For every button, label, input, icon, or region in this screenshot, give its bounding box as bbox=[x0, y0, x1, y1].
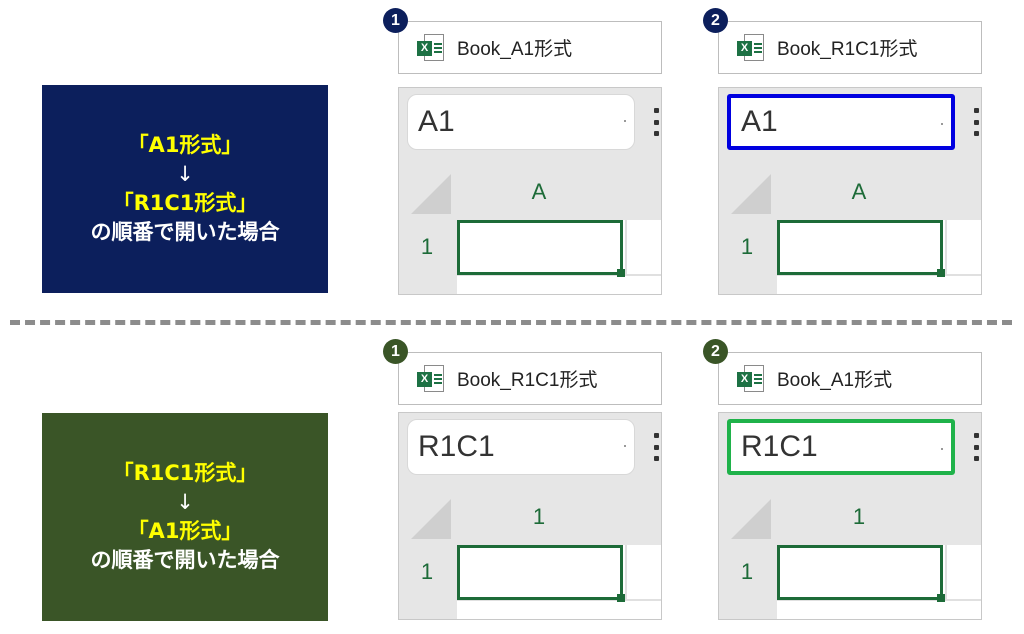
spreadsheet-view: A1 A 1 bbox=[718, 87, 982, 295]
step-badge: 2 bbox=[703, 8, 728, 33]
cell-next[interactable] bbox=[945, 220, 981, 274]
gridline bbox=[777, 274, 981, 276]
name-box[interactable]: R1C1 bbox=[407, 419, 635, 475]
column-header[interactable]: 1 bbox=[457, 491, 621, 543]
excel-file-icon: X bbox=[417, 363, 447, 395]
row-header[interactable]: 1 bbox=[719, 220, 775, 274]
select-all-corner-icon[interactable] bbox=[399, 491, 455, 543]
cell-next[interactable] bbox=[945, 545, 981, 599]
label-line-3: の順番で開いた場合 bbox=[90, 548, 280, 572]
column-header-next[interactable] bbox=[623, 491, 661, 543]
excel-file-icon: X bbox=[417, 32, 447, 64]
section-divider bbox=[10, 320, 1012, 325]
workbook-name: Book_A1形式 bbox=[777, 370, 893, 391]
gridline bbox=[777, 599, 981, 601]
label-line-1: 「A1形式」 bbox=[127, 133, 243, 157]
workbook-tab[interactable]: X Book_R1C1形式 bbox=[718, 21, 982, 74]
excel-file-icon: X bbox=[737, 363, 767, 395]
spreadsheet-view: R1C1 1 1 bbox=[718, 412, 982, 620]
more-vertical-icon[interactable] bbox=[653, 433, 659, 461]
name-box-value: R1C1 bbox=[741, 430, 818, 463]
column-header[interactable]: A bbox=[777, 166, 941, 218]
row-header-next[interactable] bbox=[399, 276, 455, 294]
row-header-next[interactable] bbox=[719, 276, 775, 294]
step-badge: 1 bbox=[383, 339, 408, 364]
step-badge: 2 bbox=[703, 339, 728, 364]
label-line-3: の順番で開いた場合 bbox=[90, 220, 280, 244]
active-cell[interactable] bbox=[457, 545, 623, 600]
fill-handle[interactable] bbox=[937, 269, 945, 277]
row-header-next[interactable] bbox=[399, 601, 455, 619]
name-box-value: A1 bbox=[418, 105, 455, 138]
workbook-name: Book_R1C1形式 bbox=[457, 370, 598, 391]
fill-handle[interactable] bbox=[617, 594, 625, 602]
down-arrow-icon: ↓ bbox=[176, 162, 194, 186]
row-header[interactable]: 1 bbox=[399, 545, 455, 599]
spreadsheet-view: R1C1 1 1 bbox=[398, 412, 662, 620]
row-header[interactable]: 1 bbox=[399, 220, 455, 274]
spreadsheet-view: A1 A 1 bbox=[398, 87, 662, 295]
name-box[interactable]: R1C1 bbox=[727, 419, 955, 475]
name-box-value: A1 bbox=[741, 105, 778, 138]
column-header-next[interactable] bbox=[943, 166, 981, 218]
cell-next[interactable] bbox=[625, 220, 661, 274]
label-line-2: 「A1形式」 bbox=[127, 519, 243, 543]
cell-next[interactable] bbox=[625, 545, 661, 599]
label-line-1: 「R1C1形式」 bbox=[112, 461, 258, 485]
fill-handle[interactable] bbox=[937, 594, 945, 602]
down-arrow-icon: ↓ bbox=[176, 490, 194, 514]
name-box-value: R1C1 bbox=[418, 430, 495, 463]
section-label-r1c1-first: 「R1C1形式」 ↓ 「A1形式」 の順番で開いた場合 bbox=[42, 413, 328, 621]
gridline bbox=[457, 274, 661, 276]
more-vertical-icon[interactable] bbox=[973, 433, 979, 461]
active-cell[interactable] bbox=[457, 220, 623, 275]
label-line-2: 「R1C1形式」 bbox=[112, 191, 258, 215]
gridline bbox=[457, 599, 661, 601]
active-cell[interactable] bbox=[777, 220, 943, 275]
more-vertical-icon[interactable] bbox=[973, 108, 979, 136]
row-header[interactable]: 1 bbox=[719, 545, 775, 599]
workbook-name: Book_A1形式 bbox=[457, 39, 573, 60]
workbook-name: Book_R1C1形式 bbox=[777, 39, 918, 60]
column-header[interactable]: A bbox=[457, 166, 621, 218]
column-header-next[interactable] bbox=[623, 166, 661, 218]
more-vertical-icon[interactable] bbox=[653, 108, 659, 136]
step-badge: 1 bbox=[383, 8, 408, 33]
section-label-a1-first: 「A1形式」 ↓ 「R1C1形式」 の順番で開いた場合 bbox=[42, 85, 328, 293]
select-all-corner-icon[interactable] bbox=[719, 491, 775, 543]
select-all-corner-icon[interactable] bbox=[719, 166, 775, 218]
column-header-next[interactable] bbox=[943, 491, 981, 543]
excel-file-icon: X bbox=[737, 32, 767, 64]
name-box[interactable]: A1 bbox=[407, 94, 635, 150]
active-cell[interactable] bbox=[777, 545, 943, 600]
fill-handle[interactable] bbox=[617, 269, 625, 277]
column-header[interactable]: 1 bbox=[777, 491, 941, 543]
workbook-tab[interactable]: X Book_R1C1形式 bbox=[398, 352, 662, 405]
row-header-next[interactable] bbox=[719, 601, 775, 619]
select-all-corner-icon[interactable] bbox=[399, 166, 455, 218]
workbook-tab[interactable]: X Book_A1形式 bbox=[718, 352, 982, 405]
workbook-tab[interactable]: X Book_A1形式 bbox=[398, 21, 662, 74]
name-box[interactable]: A1 bbox=[727, 94, 955, 150]
